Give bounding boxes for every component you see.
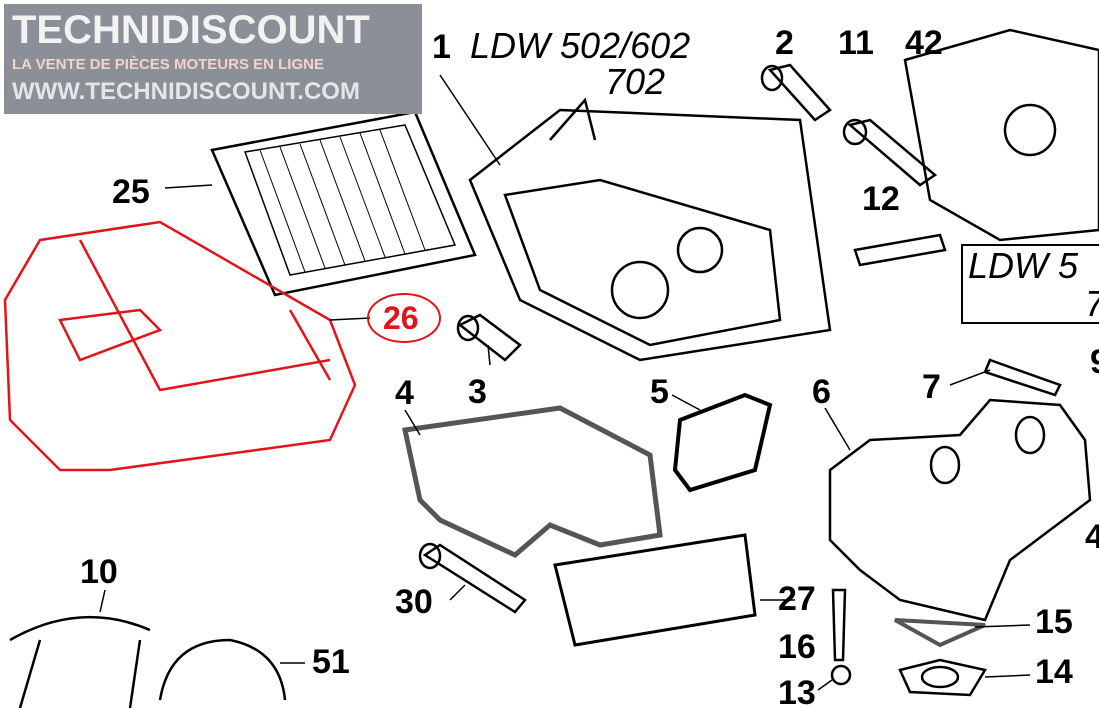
- callout-14[interactable]: 14: [1035, 653, 1073, 691]
- callout-4-right[interactable]: 4: [1085, 518, 1099, 556]
- watermark-banner: TECHNIDISCOUNT LA VENTE DE PIÈCES MOTEUR…: [4, 4, 422, 114]
- air-filter-cover-part-highlighted: [3, 220, 357, 472]
- callout-42[interactable]: 42: [905, 24, 943, 62]
- callout-7[interactable]: 7: [922, 368, 941, 406]
- callout-4[interactable]: 4: [395, 374, 414, 412]
- callout-15[interactable]: 15: [1035, 603, 1073, 641]
- callout-3[interactable]: 3: [468, 373, 487, 411]
- model-label-main-line1: LDW 502/602: [470, 25, 691, 66]
- leader-lines: [99, 74, 1031, 691]
- callout-16[interactable]: 16: [778, 628, 816, 666]
- watermark-tagline: LA VENTE DE PIÈCES MOTEURS EN LIGNE: [12, 56, 324, 73]
- callout-13[interactable]: 13: [778, 674, 816, 708]
- air-filter-part: [210, 110, 477, 297]
- watermark-url: WWW.TECHNIDISCOUNT.COM: [12, 78, 360, 105]
- ring-and-cap-parts: [9, 615, 287, 708]
- cylinder-head-part: [468, 97, 832, 362]
- gaskets: [401, 392, 987, 697]
- callout-26-highlighted[interactable]: 26: [383, 300, 419, 336]
- callout-27[interactable]: 27: [778, 580, 816, 618]
- model-box-right: [961, 244, 1099, 324]
- callout-51[interactable]: 51: [312, 643, 350, 681]
- callout-10[interactable]: 10: [80, 553, 118, 591]
- model-label-right-line2: 7: [1085, 286, 1099, 322]
- callout-9[interactable]: 9: [1090, 345, 1099, 379]
- callout-6[interactable]: 6: [812, 373, 831, 411]
- callout-11[interactable]: 11: [838, 24, 874, 62]
- watermark-brand: TECHNIDISCOUNT: [12, 8, 370, 52]
- callout-12[interactable]: 12: [862, 180, 900, 218]
- callout-30[interactable]: 30: [395, 583, 433, 621]
- callout-2[interactable]: 2: [775, 24, 794, 62]
- model-label-right-line1: LDW 5: [968, 245, 1079, 286]
- cylinder-head-right-part: [903, 28, 1099, 242]
- callout-1[interactable]: 1: [432, 28, 451, 66]
- callout-25[interactable]: 25: [112, 173, 150, 211]
- highlight-circle: [367, 293, 441, 343]
- model-label-main-line2: 702: [605, 61, 666, 102]
- bolts: [418, 63, 1062, 686]
- callout-5[interactable]: 5: [650, 373, 669, 411]
- intake-manifold-part: [828, 398, 1092, 622]
